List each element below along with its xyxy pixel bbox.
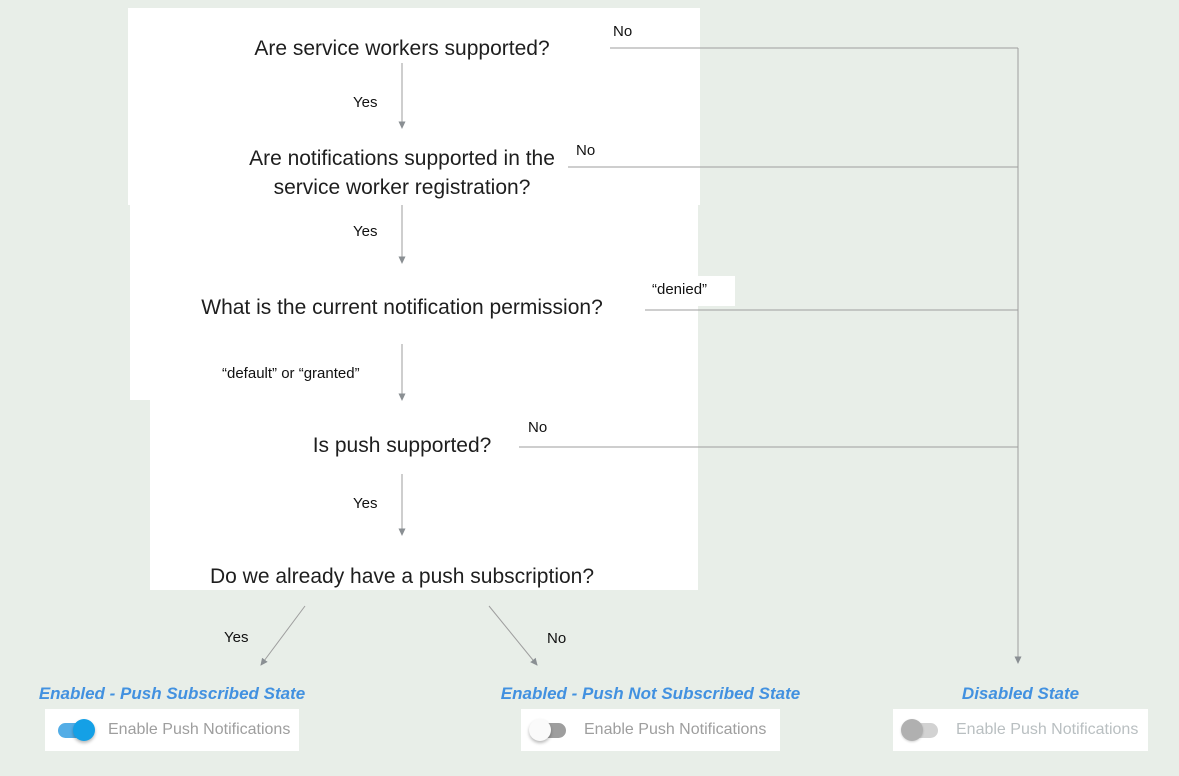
state-title: Enabled - Push Not Subscribed State [500, 684, 801, 703]
push-toggle-off[interactable] [529, 719, 568, 741]
edge-label-no-1: No [613, 23, 633, 40]
state-disabled: Disabled State Enable Push Notifications [893, 684, 1148, 751]
edge-label-yes-4: Yes [353, 495, 378, 512]
state-title: Enabled - Push Subscribed State [38, 684, 306, 703]
white-panel [130, 205, 698, 400]
question-notification-permission: What is the current notification permiss… [201, 296, 603, 319]
state-enabled-push-subscribed: Enabled - Push Subscribed State Enable P… [39, 684, 305, 751]
edge-label-default-or-granted: “default” or “granted” [222, 365, 360, 382]
push-notification-card: Enable Push Notifications [521, 709, 780, 751]
toggle-thumb [73, 719, 95, 741]
edge-label-yes-5: Yes [224, 629, 249, 646]
edge-label-yes-1: Yes [353, 94, 378, 111]
push-toggle-disabled [901, 719, 940, 741]
question-service-workers: Are service workers supported? [254, 37, 550, 60]
toggle-thumb [529, 719, 551, 741]
question-push-subscription: Do we already have a push subscription? [209, 565, 595, 588]
white-panel [150, 400, 698, 590]
white-panel [128, 8, 700, 205]
push-notification-card: Enable Push Notifications [893, 709, 1148, 751]
edge-label-no-4: No [528, 419, 548, 436]
state-title: Disabled State [961, 684, 1080, 703]
toggle-button-label: Enable Push Notifications [584, 721, 767, 738]
white-panel [630, 276, 735, 306]
toggle-thumb [901, 719, 923, 741]
state-enabled-push-not-subscribed: Enabled - Push Not Subscribed State Enab… [501, 684, 800, 751]
edge-label-denied: “denied” [652, 281, 708, 298]
push-toggle-on[interactable] [56, 719, 95, 741]
toggle-button-label: Enable Push Notifications [108, 721, 291, 738]
question-notifications-supported: Are notifications supported in the servi… [249, 147, 555, 199]
question-push-supported: Is push supported? [312, 434, 492, 457]
push-notification-card: Enable Push Notifications [45, 709, 299, 751]
edge-label-no-5: No [547, 630, 567, 647]
toggle-button-label: Enable Push Notifications [956, 721, 1139, 738]
edge-label-no-2: No [576, 142, 596, 159]
edge-label-yes-2: Yes [353, 223, 378, 240]
